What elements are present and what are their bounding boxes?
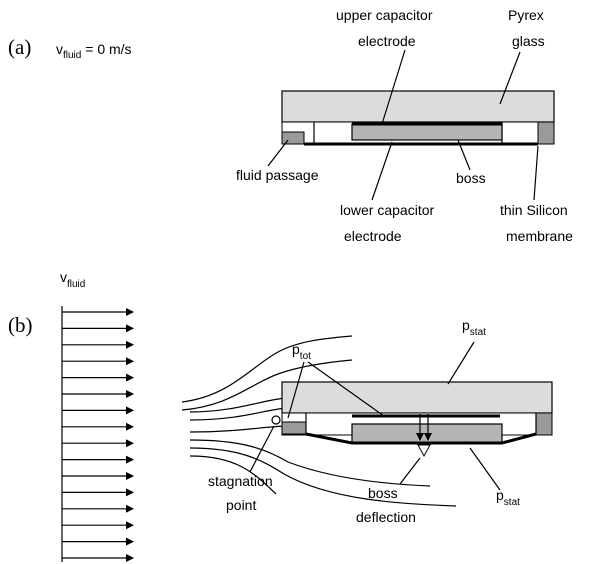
sensor-a — [281, 90, 555, 146]
label-upper-electrode-1: upper capacitor — [336, 7, 433, 23]
silicon-right-b — [535, 412, 553, 436]
silicon-left-a — [281, 131, 305, 145]
stagnation-point-marker — [271, 415, 281, 425]
silicon-right-a — [537, 121, 555, 145]
label-lower-electrode-1: lower capacitor — [340, 202, 434, 218]
label-stagnation-2: point — [226, 497, 256, 513]
panel-a-velocity: vfluid = 0 m/s — [56, 41, 132, 61]
label-p-stat-top: pstat — [462, 317, 486, 338]
label-pyrex-1: Pyrex — [508, 7, 544, 23]
label-membrane-1: thin Silicon — [500, 202, 568, 218]
flow-arrows — [62, 308, 134, 562]
pyrex-glass-a — [281, 90, 555, 123]
label-p-tot: ptot — [292, 341, 311, 362]
boss-b — [351, 423, 503, 444]
label-boss: boss — [456, 170, 486, 186]
label-lower-electrode-2: electrode — [344, 228, 402, 244]
label-boss-deflection-2: deflection — [356, 509, 416, 525]
sensor-b — [271, 381, 553, 458]
label-boss-deflection-1: boss — [368, 485, 398, 501]
label-upper-electrode-2: electrode — [358, 33, 416, 49]
boss-a — [351, 123, 503, 141]
label-fluid-passage: fluid passage — [236, 167, 319, 183]
panel-b-label: (b) — [8, 313, 33, 337]
pyrex-glass-b — [281, 381, 553, 414]
label-membrane-2: membrane — [506, 228, 573, 244]
label-pyrex-2: glass — [512, 33, 545, 49]
deflection-arrow — [417, 444, 431, 458]
label-p-stat-bottom: pstat — [496, 487, 520, 508]
panel-a-label: (a) — [8, 35, 31, 59]
membrane-b — [305, 432, 537, 445]
silicon-left-b — [281, 421, 307, 435]
label-stagnation-1: stagnation — [208, 473, 273, 489]
panel-b-velocity: vfluid — [60, 269, 85, 290]
